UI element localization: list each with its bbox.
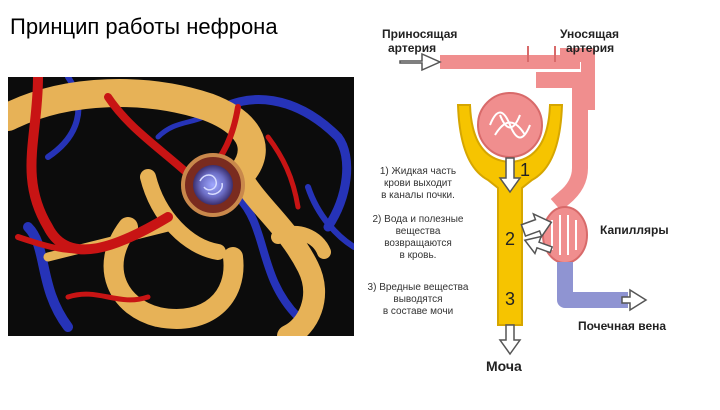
- efferent-label-1: Уносящая: [560, 27, 619, 41]
- step-2-number: 2: [505, 229, 515, 249]
- page-title: Принцип работы нефрона: [10, 14, 278, 40]
- step-3-line-3: в составе мочи: [383, 306, 453, 317]
- capillaries-label: Капилляры: [600, 223, 669, 237]
- step-2-line-2: вещества: [396, 226, 441, 237]
- step-3-number: 3: [505, 289, 515, 309]
- renal-vein-label: Почечная вена: [578, 319, 666, 333]
- urine-arrow-icon: [500, 325, 520, 354]
- nephron-3d-icon: [8, 77, 354, 336]
- efferent-label-2: артерия: [566, 41, 614, 55]
- capillary-loop: [543, 207, 587, 263]
- step-2-line-1: 2) Вода и полезные: [372, 214, 463, 225]
- step-3-line-1: 3) Вредные вещества: [368, 282, 469, 293]
- nephron-diagram: Приносящая артерия Уносящая артерия Капи…: [360, 0, 720, 405]
- afferent-label-2: артерия: [388, 41, 436, 55]
- nephron-illustration: [8, 77, 354, 336]
- step-1-line-2: крови выходит: [384, 178, 452, 189]
- step-1-line-1: 1) Жидкая часть: [380, 166, 456, 177]
- renal-vein: [565, 262, 628, 300]
- step-1-line-3: в каналы почки.: [381, 190, 455, 201]
- nephron-schema: Приносящая артерия Уносящая артерия Капи…: [360, 0, 720, 405]
- step-2-line-4: в кровь.: [400, 250, 437, 261]
- urine-label: Моча: [486, 358, 522, 374]
- step-1-number: 1: [520, 160, 530, 180]
- afferent-arrow-icon: [400, 54, 440, 70]
- step-3-line-2: выводятся: [393, 294, 442, 305]
- step-2-line-3: возвращаются: [384, 238, 452, 249]
- afferent-label-1: Приносящая: [382, 27, 457, 41]
